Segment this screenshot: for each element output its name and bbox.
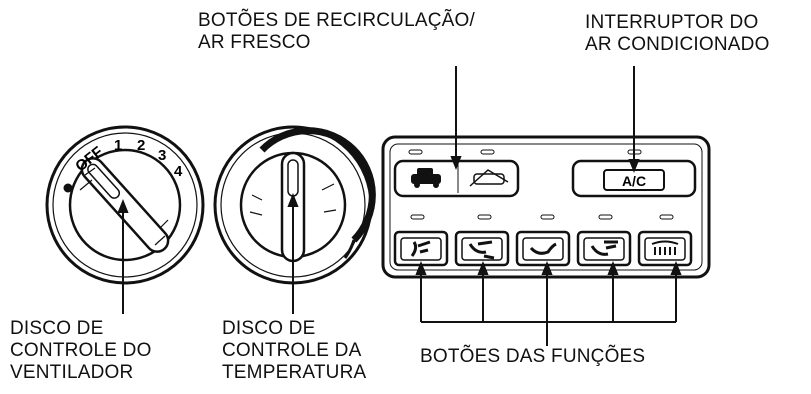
face-vent-icon xyxy=(410,240,431,257)
face-vent-button[interactable] xyxy=(393,230,449,267)
fan-speed-4: 4 xyxy=(174,163,183,180)
defrost-button[interactable] xyxy=(637,230,693,267)
ac-button-label: A/C xyxy=(622,173,646,189)
ac-switch-label: INTERRUPTOR DO AR CONDICIONADO xyxy=(585,12,770,55)
fan-dial-label: DISCO DE CONTROLE DO VENTILADOR xyxy=(10,318,152,383)
fan-speed-1: 1 xyxy=(114,137,122,154)
fan-speed-2: 2 xyxy=(137,137,145,154)
floor-vent-icon xyxy=(529,242,557,255)
recirc-fresh-air-label: BOTÕES DE RECIRCULAÇÃO/ AR FRESCO xyxy=(198,10,475,53)
ac-button[interactable]: A/C xyxy=(571,159,697,198)
floor-defrost-icon xyxy=(590,240,618,256)
function-buttons-label: BOTÕES DAS FUNÇÕES xyxy=(420,346,646,367)
climate-button-panel: A/C xyxy=(381,135,711,279)
defrost-icon xyxy=(651,240,679,255)
bi-level-vent-icon xyxy=(468,240,495,260)
floor-defrost-button[interactable] xyxy=(576,230,632,267)
fan-speed-3: 3 xyxy=(158,147,166,164)
fan-control-dial[interactable]: OFF 1 2 3 4 xyxy=(45,125,205,285)
recirc-fresh-air-buttons[interactable] xyxy=(393,159,520,198)
fan-off-dot xyxy=(63,183,73,193)
temperature-dial-label: DISCO DE CONTROLE DA TEMPERATURA xyxy=(222,318,367,383)
bi-level-vent-button[interactable] xyxy=(454,230,510,267)
floor-vent-button[interactable] xyxy=(515,230,571,267)
function-buttons-bracket xyxy=(415,261,682,346)
recirculation-icon xyxy=(411,168,441,188)
fresh-air-icon xyxy=(469,169,509,187)
